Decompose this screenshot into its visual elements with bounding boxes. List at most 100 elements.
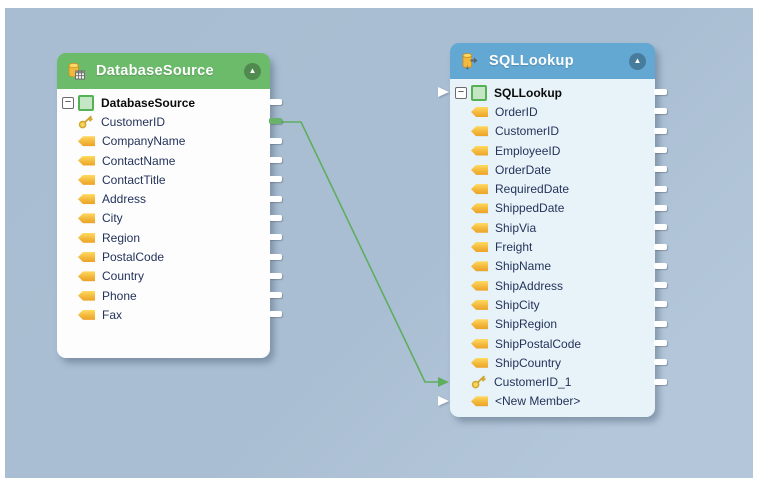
output-port[interactable] <box>269 99 282 106</box>
collapse-button[interactable]: ▲ <box>629 52 646 70</box>
output-port[interactable] <box>654 127 667 134</box>
element-arrow-icon <box>471 242 488 253</box>
output-port[interactable] <box>654 282 667 289</box>
element-arrow-icon <box>78 213 95 224</box>
output-port[interactable] <box>269 214 282 221</box>
field-label: OrderDate <box>495 162 552 177</box>
tree-collapse-minus-icon[interactable]: − <box>455 86 467 99</box>
field-row[interactable]: ShipCity <box>450 295 655 314</box>
node-header[interactable]: DatabaseSource ▲ <box>57 53 270 89</box>
node-header[interactable]: SQLLookup ▲ <box>450 43 655 79</box>
field-row[interactable]: CompanyName <box>57 132 270 151</box>
output-port[interactable] <box>654 301 667 308</box>
output-port[interactable] <box>654 166 667 173</box>
field-label: Region <box>102 230 141 245</box>
tree-collapse-minus-icon[interactable]: − <box>62 96 74 109</box>
output-port[interactable] <box>269 176 282 183</box>
field-row[interactable]: CustomerID <box>57 112 270 131</box>
node-title: SQLLookup <box>489 53 574 69</box>
output-port-connected[interactable] <box>269 118 282 125</box>
output-port[interactable] <box>269 292 282 299</box>
output-port[interactable] <box>654 262 667 269</box>
field-row[interactable]: Phone <box>57 286 270 305</box>
field-row[interactable]: City <box>57 209 270 228</box>
element-arrow-icon <box>471 396 488 407</box>
field-label: CustomerID <box>495 124 560 139</box>
output-port[interactable] <box>654 204 667 211</box>
output-port[interactable] <box>654 243 667 250</box>
field-label: ShipName <box>495 259 552 274</box>
field-row[interactable]: CustomerID_1 <box>450 372 655 391</box>
field-row[interactable]: Country <box>57 267 270 286</box>
field-row[interactable]: ContactTitle <box>57 170 270 189</box>
field-label: ShipVia <box>495 220 537 235</box>
field-row[interactable]: CustomerID <box>450 122 655 141</box>
output-port[interactable] <box>654 378 667 385</box>
output-port[interactable] <box>269 234 282 241</box>
element-arrow-icon <box>471 357 488 368</box>
input-port[interactable] <box>438 87 449 98</box>
output-port[interactable] <box>654 340 667 347</box>
element-arrow-icon <box>78 309 95 320</box>
field-row[interactable]: Freight <box>450 237 655 256</box>
output-port[interactable] <box>269 272 282 279</box>
root-label: SQLLookup <box>494 85 562 100</box>
tree-root-row[interactable]: −DatabaseSource <box>57 93 270 112</box>
field-row[interactable]: ShipAddress <box>450 276 655 295</box>
field-label: CustomerID <box>101 114 166 129</box>
element-arrow-icon <box>471 222 488 233</box>
output-port[interactable] <box>654 359 667 366</box>
field-row[interactable]: PostalCode <box>57 247 270 266</box>
input-port-connected[interactable] <box>438 376 449 387</box>
element-arrow-icon <box>471 145 488 156</box>
collapse-button[interactable]: ▲ <box>244 62 261 80</box>
field-label: Phone <box>102 288 137 303</box>
field-label: RequiredDate <box>495 182 570 197</box>
element-arrow-icon <box>471 280 488 291</box>
element-arrow-icon <box>471 126 488 137</box>
element-arrow-icon <box>471 184 488 195</box>
field-row[interactable]: ShipRegion <box>450 315 655 334</box>
field-row[interactable]: Region <box>57 228 270 247</box>
node-title: DatabaseSource <box>96 63 214 79</box>
field-row[interactable]: EmployeeID <box>450 141 655 160</box>
output-port[interactable] <box>654 89 667 96</box>
output-port[interactable] <box>269 157 282 164</box>
field-row[interactable]: Fax <box>57 305 270 324</box>
element-arrow-icon <box>471 164 488 175</box>
element-arrow-icon <box>471 319 488 330</box>
field-label: ShipCity <box>495 297 540 312</box>
field-row[interactable]: OrderDate <box>450 160 655 179</box>
output-port[interactable] <box>654 320 667 327</box>
output-port[interactable] <box>654 224 667 231</box>
field-row[interactable]: Address <box>57 189 270 208</box>
element-arrow-icon <box>471 106 488 117</box>
output-port[interactable] <box>269 311 282 318</box>
tree-root-row[interactable]: − SQLLookup <box>450 83 655 102</box>
field-row[interactable]: ShippedDate <box>450 199 655 218</box>
field-row[interactable]: ShipCountry <box>450 353 655 372</box>
field-row[interactable]: <New Member> <box>450 392 655 411</box>
field-row[interactable]: ContactName <box>57 151 270 170</box>
element-arrow-icon <box>78 252 95 263</box>
database-lookup-icon <box>462 53 478 70</box>
field-row[interactable]: ShipVia <box>450 218 655 237</box>
field-row[interactable]: RequiredDate <box>450 179 655 198</box>
element-arrow-icon <box>78 232 95 243</box>
output-port[interactable] <box>269 253 282 260</box>
field-row[interactable]: OrderID <box>450 102 655 121</box>
output-port[interactable] <box>269 137 282 144</box>
output-port[interactable] <box>654 185 667 192</box>
output-port[interactable] <box>269 195 282 202</box>
element-arrow-icon <box>471 261 488 272</box>
output-port[interactable] <box>654 147 667 154</box>
input-port[interactable] <box>438 395 449 406</box>
field-row[interactable]: ShipPostalCode <box>450 334 655 353</box>
field-row[interactable]: ShipName <box>450 257 655 276</box>
output-port[interactable] <box>654 108 667 115</box>
